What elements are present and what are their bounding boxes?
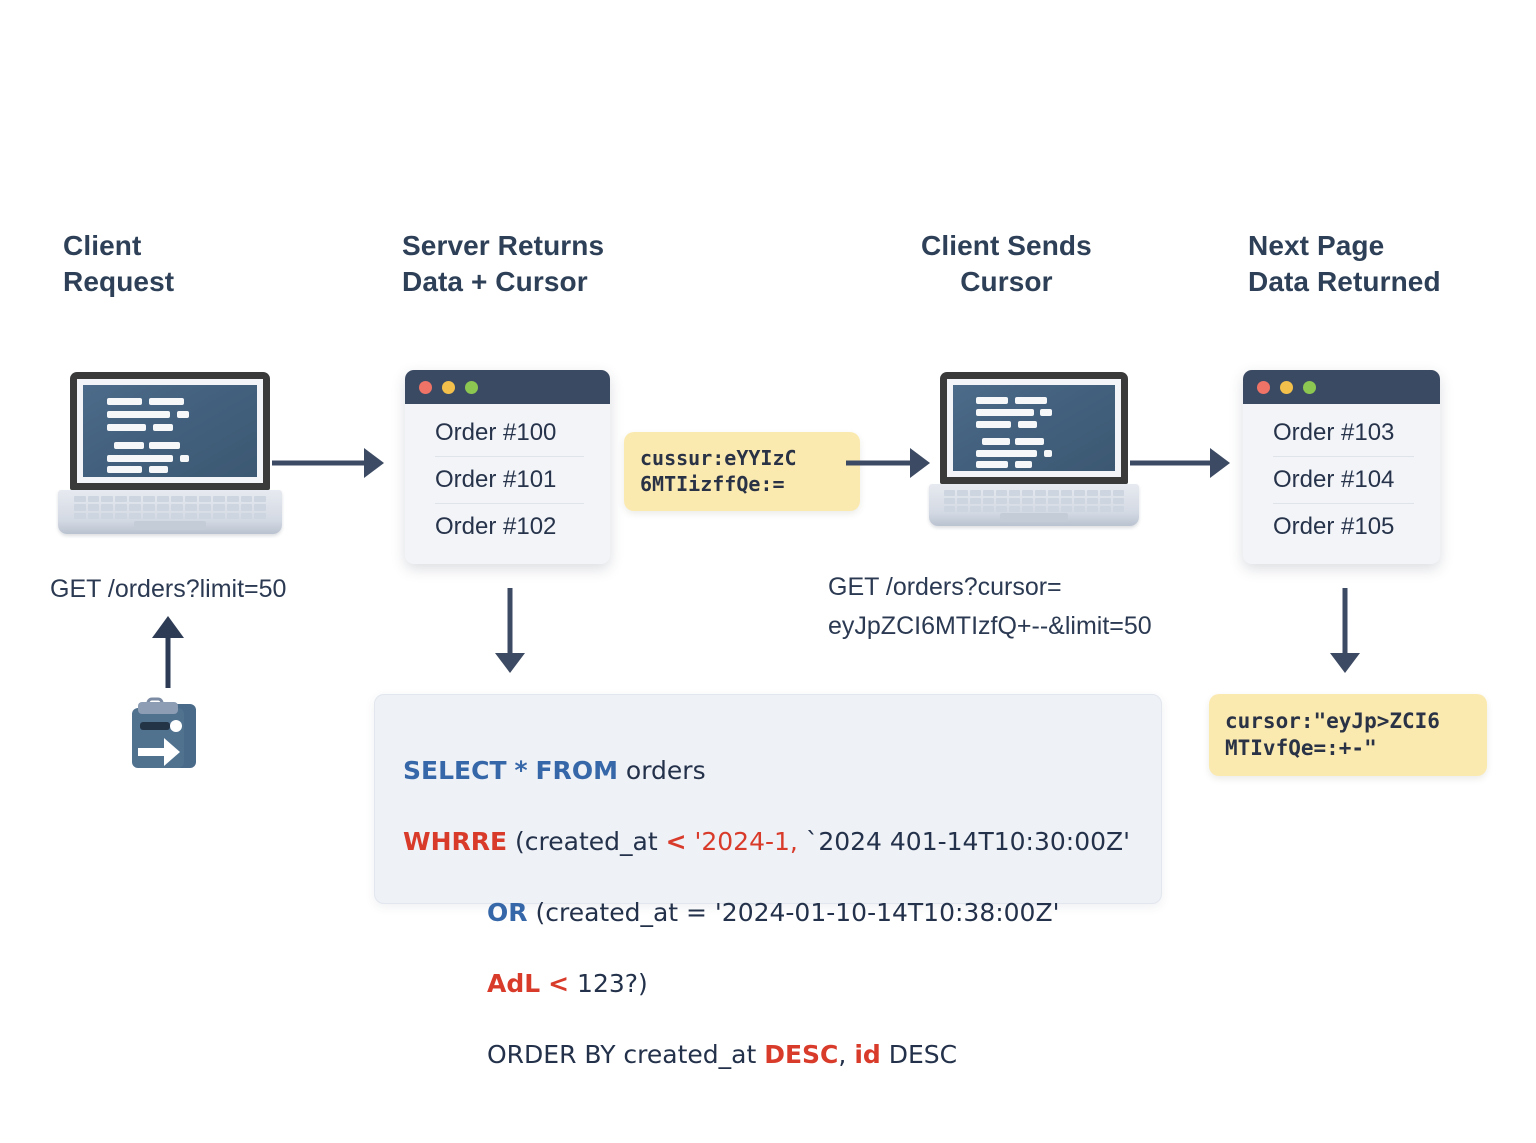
sql-id-column: id (854, 1039, 881, 1069)
cursor-token-badge-middle: cussur:eYYIzC 6MTIizffQe:= (624, 432, 860, 512)
diagram-canvas: Client Request Server Returns Data + Cur… (50, 228, 1487, 1069)
sql-operator: < (548, 968, 570, 998)
next-page-window: Order #103 Order #104 Order #105 (1243, 370, 1440, 564)
laptop-screen (953, 385, 1115, 471)
window-minimize-dot[interactable] (442, 380, 455, 394)
sql-table-name: orders (625, 755, 706, 785)
laptop-base (58, 490, 282, 534)
heading-line-2: Cursor (960, 265, 1053, 297)
sql-query-panel: SELECT * FROM orders WHRRE (created_at <… (374, 694, 1162, 1069)
laptop-bezel (77, 379, 263, 483)
heading-line-2: Data + Cursor (402, 265, 588, 297)
sql-value: 123?) (577, 968, 648, 998)
arrow-right-icon-3 (1130, 448, 1230, 478)
sql-keyword-or: OR (487, 897, 528, 927)
sql-condition-or: (created_at = '2024-01-10-14T10:38:00Z' (535, 897, 1060, 927)
arrow-right-icon-1 (272, 448, 384, 478)
client-laptop-2 (929, 372, 1139, 526)
column-heading-next-page: Next Page Data Returned (1248, 228, 1441, 300)
second-request-caption: GET /orders?cursor= eyJpZCI6MTIzfQ+--&li… (828, 573, 1152, 640)
server-response-window: Order #100 Order #101 Order #102 (405, 370, 610, 564)
sql-order-by: ORDER BY created_at (487, 1039, 765, 1069)
order-list: Order #103 Order #104 Order #105 (1243, 404, 1440, 564)
window-maximize-dot[interactable] (1303, 380, 1316, 394)
sql-desc-1: DESC (764, 1039, 839, 1069)
list-item[interactable]: Order #104 (1273, 456, 1414, 503)
heading-line-1: Server Returns (402, 230, 605, 261)
arrow-up-icon (148, 616, 188, 688)
window-titlebar (1243, 370, 1440, 404)
laptop-base (929, 484, 1139, 526)
window-minimize-dot[interactable] (1280, 380, 1293, 394)
sql-line-2: WHRRE (created_at < '2024-1, `2024 401-1… (403, 824, 1131, 860)
list-item[interactable]: Order #101 (435, 456, 584, 503)
heading-line-2: Data Returned (1248, 265, 1441, 297)
sql-operator: < (665, 826, 687, 856)
list-item[interactable]: Order #102 (435, 503, 584, 550)
cursor-token-badge-right: cursor:"eyJp>ZCI6 MTIvfQe=:+-" (1209, 694, 1487, 776)
column-heading-server-returns: Server Returns Data + Cursor (402, 228, 604, 300)
list-item[interactable]: Order #100 (435, 419, 557, 446)
sql-line-1: SELECT * FROM orders (403, 753, 1131, 789)
sql-line-3: OR (created_at = '2024-01-10-14T10:38:00… (403, 895, 1131, 931)
laptop-lid (940, 372, 1128, 484)
laptop-bezel (947, 379, 1121, 477)
window-titlebar (405, 370, 610, 404)
order-list: Order #100 Order #101 Order #102 (405, 404, 610, 564)
laptop-trackpad (134, 520, 206, 530)
laptop-screen (83, 385, 257, 477)
sql-condition-prefix: (created_at (515, 826, 666, 856)
window-maximize-dot[interactable] (465, 380, 478, 394)
column-heading-client-request: Client Request (63, 228, 174, 300)
window-close-dot[interactable] (1257, 380, 1270, 394)
laptop-keyboard (73, 496, 267, 520)
arrow-down-icon-2 (1325, 588, 1365, 673)
arrow-down-icon-1 (490, 588, 530, 673)
sql-timestamp-literal: `2024 401-14T10:30:00Z' (805, 826, 1130, 856)
list-item[interactable]: Order #103 (1273, 419, 1395, 446)
sql-desc-2: DESC (880, 1039, 958, 1069)
list-item[interactable]: Order #105 (1273, 503, 1414, 550)
window-close-dot[interactable] (419, 380, 432, 394)
heading-line-1: Next Page (1248, 230, 1385, 261)
heading-line-1: Client (63, 230, 142, 261)
sql-line-4: AdL < 123?) (403, 966, 1131, 1002)
laptop-lid (70, 372, 270, 490)
sql-comma: , (838, 1039, 855, 1069)
sql-column-id: AdL (487, 968, 541, 998)
sql-keyword-from: FROM (535, 755, 618, 785)
sql-line-5: ORDER BY created_at DESC, id DESC (403, 1037, 1131, 1073)
sql-string-literal: '2024-1, (694, 826, 798, 856)
first-request-caption: GET /orders?limit=50 (50, 575, 287, 603)
laptop-trackpad (1000, 513, 1068, 522)
sql-star: * (514, 755, 528, 785)
column-heading-client-sends: Client Sends Cursor (921, 228, 1092, 300)
sql-keyword-select: SELECT (403, 755, 507, 785)
heading-line-2: Request (63, 265, 175, 297)
sql-keyword-where: WHRRE (403, 826, 508, 856)
heading-line-1: Client Sends (921, 230, 1092, 261)
client-laptop-1 (58, 372, 282, 534)
laptop-keyboard (943, 489, 1125, 512)
arrow-right-icon-2 (846, 448, 930, 478)
clipboard-arrow-icon (128, 694, 200, 770)
